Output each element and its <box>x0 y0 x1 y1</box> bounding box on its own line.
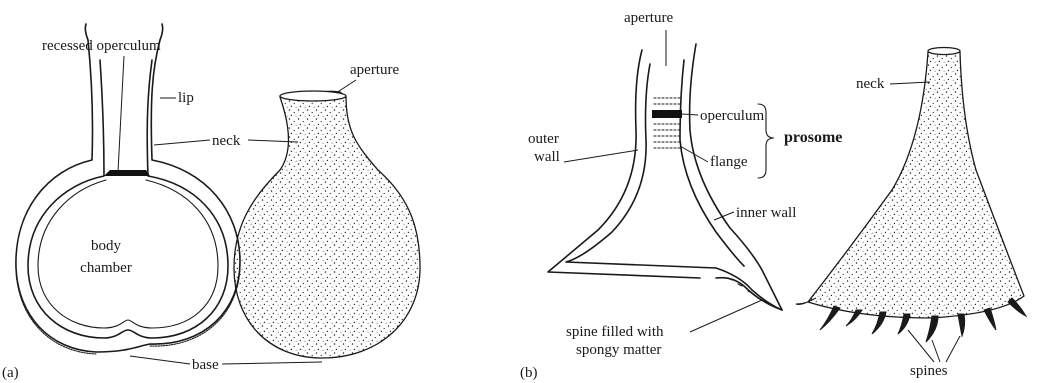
spine-2 <box>820 306 840 330</box>
sectioned-flask <box>16 24 240 354</box>
spine-6 <box>926 316 938 342</box>
leader-neck-a-left <box>154 140 210 145</box>
leader-recessed-operculum <box>118 56 124 172</box>
flask-outer-rough <box>16 264 240 354</box>
outer-wall-right <box>690 44 782 310</box>
label-chamber: chamber <box>80 260 132 276</box>
label-aperture-b: aperture <box>624 10 673 26</box>
label-lip: lip <box>178 90 194 106</box>
panel-a: (a) recessed operculum lip neck <box>2 24 420 381</box>
label-spine-2: spongy matter <box>576 342 661 358</box>
label-aperture-a: aperture <box>350 62 399 78</box>
label-inner-wall: inner wall <box>736 205 796 221</box>
label-spines: spines <box>910 363 948 379</box>
label-operculum: operculum <box>700 108 764 124</box>
leader-aperture-a <box>336 80 356 93</box>
leader-operculum <box>682 114 698 115</box>
sectioned-conical-vesicle <box>548 44 782 310</box>
whole-flask-body <box>234 91 420 358</box>
label-recessed-operculum: recessed operculum <box>42 38 161 54</box>
panel-b-tag: (b) <box>520 365 538 381</box>
label-body: body <box>91 238 122 254</box>
label-flange: flange <box>710 154 748 170</box>
flask-outer-wall <box>16 40 240 352</box>
leader-base-right <box>222 362 322 364</box>
flask-inner-wall <box>28 60 228 338</box>
spine-8 <box>984 308 996 330</box>
leader-base-left <box>130 356 190 364</box>
leader-spines-3 <box>946 336 960 362</box>
operculum-plug <box>652 110 682 118</box>
whole-flask <box>234 91 420 358</box>
label-prosome: prosome <box>784 129 842 146</box>
label-neck-a: neck <box>212 133 241 149</box>
leader-spine <box>690 300 762 332</box>
panel-b: (b) <box>520 10 1026 381</box>
outer-wall-left <box>548 50 700 278</box>
label-outer: outer <box>528 131 559 147</box>
whole-vesicle-aperture-rim <box>928 48 960 55</box>
panel-a-tag: (a) <box>2 365 19 381</box>
label-base: base <box>192 357 219 373</box>
label-spine-1: spine filled with <box>566 324 664 340</box>
whole-vesicle-body <box>808 52 1024 318</box>
whole-spiny-vesicle <box>796 48 1026 343</box>
label-neck-b: neck <box>856 76 885 92</box>
flask-lining <box>38 180 218 328</box>
label-wall: wall <box>534 149 560 165</box>
spine-7 <box>958 314 965 336</box>
leader-neck-b <box>890 82 930 84</box>
leader-outer-wall <box>564 150 638 162</box>
flange-hatching <box>654 98 680 148</box>
recessed-operculum-plug <box>104 170 150 176</box>
leader-spines-2 <box>932 340 940 362</box>
leader-flange <box>680 146 708 162</box>
